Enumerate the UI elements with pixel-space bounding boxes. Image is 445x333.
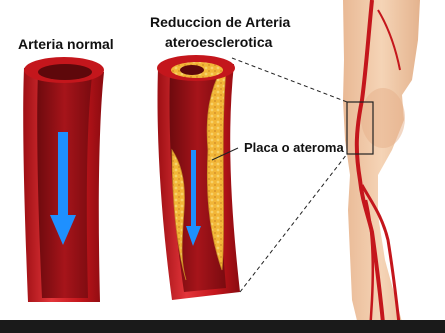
leg-silhouette — [343, 0, 420, 333]
plaque-label: Placa o ateroma — [244, 140, 344, 155]
normal-artery-opening-inner — [38, 64, 92, 80]
normal-artery — [23, 57, 104, 302]
knee-shading — [361, 88, 405, 148]
leader-line-top — [232, 58, 347, 102]
reduced-artery-label-line2: ateroesclerotica — [165, 34, 272, 50]
leg-illustration — [343, 0, 420, 333]
leader-line-bottom — [240, 154, 347, 292]
narrowed-artery — [157, 55, 240, 300]
narrowed-artery-lumen-hole — [180, 65, 204, 75]
normal-artery-label: Arteria normal — [18, 36, 114, 52]
reduced-artery-label-line1: Reduccion de Arteria — [150, 14, 290, 30]
narrowed-flow-arrow-shaft — [191, 150, 196, 228]
bottom-bar — [0, 320, 445, 333]
normal-flow-arrow-shaft — [58, 132, 68, 217]
